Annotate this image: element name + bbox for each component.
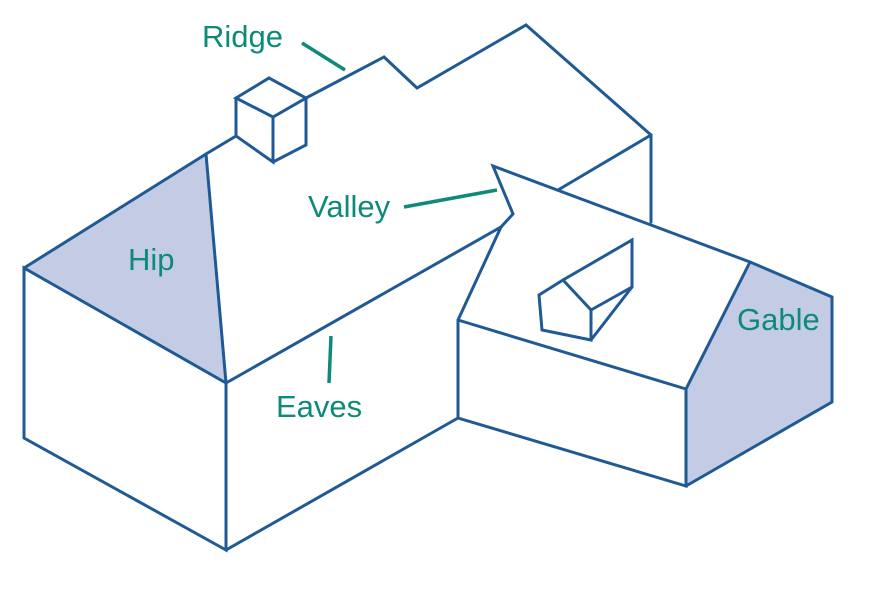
gable-face — [686, 262, 832, 486]
main-roof-right-slope — [556, 133, 653, 192]
ridge-leader — [301, 41, 346, 72]
main-front-wall — [224, 416, 460, 552]
wing-front-wall — [456, 318, 688, 489]
hip-face — [24, 154, 226, 383]
valley-peak — [490, 163, 752, 264]
eaves-label: Eaves — [276, 389, 362, 424]
gable-label: Gable — [737, 302, 820, 337]
hip-label: Hip — [128, 242, 175, 277]
chimney-front — [234, 96, 275, 165]
chimney-top — [232, 76, 310, 119]
eaves-leader — [327, 335, 333, 384]
hip-line — [204, 152, 228, 385]
ridge-label: Ridge — [202, 19, 283, 54]
gable-outline — [684, 260, 834, 488]
ridge-line — [304, 23, 653, 137]
main-roof-outline — [224, 223, 505, 385]
dormer-ridge-edge — [589, 285, 634, 312]
chimney-side — [271, 96, 308, 164]
dormer-gable — [537, 278, 593, 342]
valley-label: Valley — [308, 189, 391, 224]
valley-leader — [403, 188, 498, 209]
dormer-roof — [537, 237, 634, 342]
